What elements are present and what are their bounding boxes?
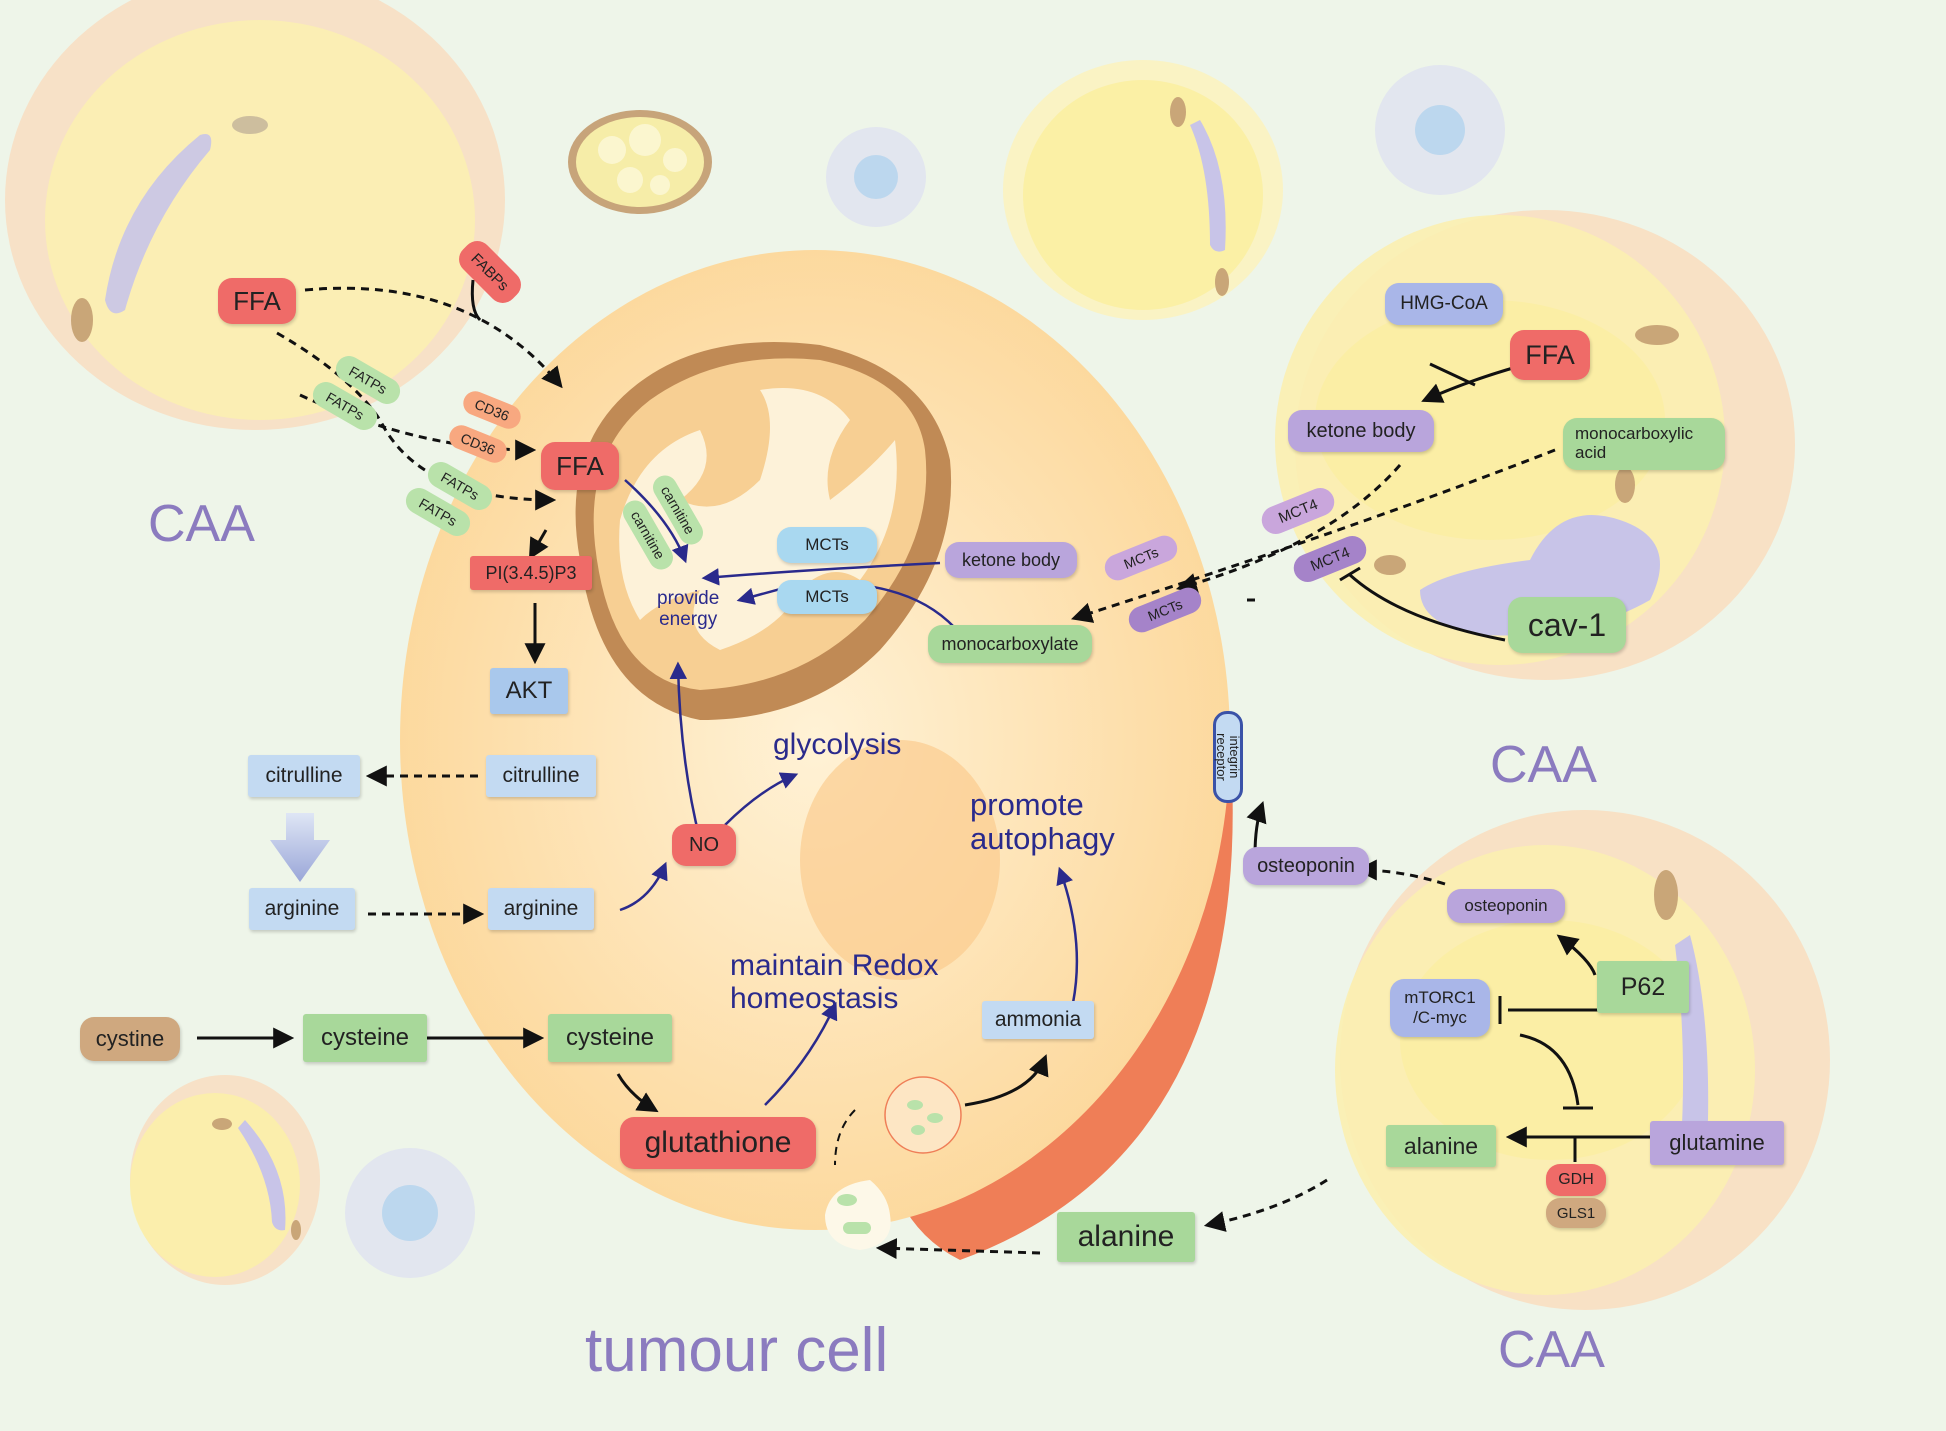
ketone-body-node-caa: ketone body [1288, 410, 1434, 452]
immune-cell-top [826, 127, 926, 227]
cysteine-node-outside: cysteine [303, 1014, 427, 1062]
citrulline-node-outside: citrulline [248, 755, 360, 797]
pip3-node: PI(3.4.5)P3 [470, 556, 592, 590]
exosome-vesicle [825, 1180, 891, 1250]
mtorc1-cmyc-node: mTORC1/C-myc [1390, 979, 1490, 1037]
adipocyte-droplets [568, 110, 712, 214]
alanine-node-caa: alanine [1386, 1125, 1496, 1167]
monocarboxylate-node: monocarboxylate [928, 625, 1092, 663]
caa-top-middle-cell [1003, 60, 1283, 320]
alanine-node-extracellular: alanine [1057, 1212, 1195, 1262]
cysteine-node-inside: cysteine [548, 1014, 672, 1062]
promote-autophagy-line-2: autophagy [970, 821, 1115, 857]
monocarboxylic-line-2: acid [1575, 443, 1607, 462]
caa-right-bottom-label: CAA [1498, 1321, 1605, 1379]
mcts-node-1: MCTs [777, 527, 877, 563]
caa-bottom-left-cell [130, 1075, 320, 1285]
citrulline-node-inside: citrulline [486, 755, 596, 797]
mcts-node-2: MCTs [777, 580, 877, 614]
glutathione-node: glutathione [620, 1117, 816, 1169]
osteoponin-node-caa: osteoponin [1447, 889, 1565, 923]
akt-node: AKT [490, 668, 568, 714]
ffa-node-caa-left: FFA [218, 278, 296, 324]
ammonia-node: ammonia [982, 1001, 1094, 1039]
immune-cell-bottom [345, 1148, 475, 1278]
ffa-node-caa-right: FFA [1510, 330, 1590, 380]
arginine-node-outside: arginine [249, 888, 355, 930]
integrin-label: integrin [1227, 735, 1242, 779]
autophagy-vesicle [884, 1076, 962, 1154]
no-node: NO [672, 824, 736, 866]
p62-node: P62 [1597, 961, 1689, 1013]
ketone-body-node-tumour: ketone body [945, 542, 1077, 578]
tumour-cell-label: tumour cell [585, 1316, 889, 1385]
maintain-redox-line-2: homeostasis [730, 982, 899, 1015]
cystine-node: cystine [80, 1017, 180, 1061]
citrulline-to-arginine-arrow [270, 813, 330, 882]
gdh-node: GDH [1546, 1164, 1606, 1196]
provide-energy-line-1: provide [657, 588, 720, 609]
mtorc1-line-1: mTORC1 [1404, 988, 1476, 1008]
gls1-node: GLS1 [1546, 1198, 1606, 1228]
ffa-node-tumour: FFA [541, 442, 619, 490]
cav1-node: cav-1 [1508, 597, 1626, 653]
caa-right-top-label: CAA [1490, 736, 1597, 794]
immune-cell-top-right [1375, 65, 1505, 195]
glutamine-node: glutamine [1650, 1121, 1784, 1165]
caa-left-cell [5, 0, 505, 430]
monocarboxylic-line-1: monocarboxylic [1575, 424, 1694, 444]
navy-arrows [619, 479, 1079, 1106]
maintain-redox-line-1: maintain Redox [730, 949, 939, 982]
arginine-node-inside: arginine [488, 888, 594, 930]
receptor-label: receptor [1214, 733, 1229, 781]
provide-energy-line-2: energy [659, 608, 718, 630]
glycolysis-label: glycolysis [773, 728, 902, 761]
promote-autophagy-line-1: promote [970, 787, 1084, 822]
solid-arrows [197, 279, 1650, 1162]
hmg-coa-node: HMG-CoA [1385, 283, 1503, 325]
osteoponin-node-extracellular: osteoponin [1243, 847, 1369, 885]
mtorc1-line-2: /C-myc [1413, 1008, 1467, 1027]
caa-left-label: CAA [148, 495, 255, 553]
caa-right-top-cell [1275, 210, 1795, 680]
